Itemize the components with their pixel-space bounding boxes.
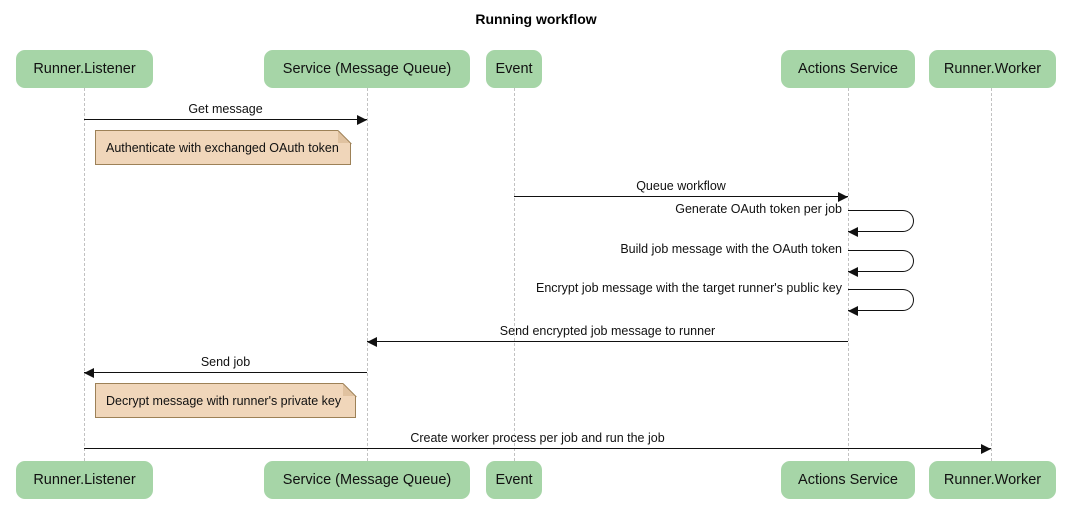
- participant-label: Actions Service: [798, 61, 898, 77]
- self-message-build-job-message: [848, 250, 914, 272]
- participant-runner-worker-bottom[interactable]: Runner.Worker: [929, 461, 1056, 499]
- message-line-send-job: [84, 372, 367, 373]
- participant-actions-service-top[interactable]: Actions Service: [781, 50, 915, 88]
- message-line-send-encrypted-job-message: [367, 341, 848, 342]
- participant-label: Event: [495, 61, 533, 77]
- message-label-encrypt-job-message: Encrypt job message with the target runn…: [535, 281, 842, 295]
- arrowhead-left-icon: [84, 368, 94, 378]
- message-line-create-worker-process: [84, 448, 991, 449]
- message-line-queue-workflow: [514, 196, 848, 197]
- lifeline-service-message-queue: [367, 88, 368, 461]
- diagram-title: Running workflow: [475, 11, 597, 27]
- participant-label: Event: [495, 472, 533, 488]
- self-message-generate-oauth-token: [848, 210, 914, 232]
- message-line-get-message: [84, 119, 367, 120]
- arrowhead-left-icon: [848, 227, 858, 237]
- participant-runner-worker-top[interactable]: Runner.Worker: [929, 50, 1056, 88]
- participant-runner-listener-bottom[interactable]: Runner.Listener: [16, 461, 153, 499]
- participant-label: Actions Service: [798, 472, 898, 488]
- participant-runner-listener-top[interactable]: Runner.Listener: [16, 50, 153, 88]
- note-authenticate-note: Authenticate with exchanged OAuth token: [95, 130, 351, 165]
- arrowhead-left-icon: [848, 306, 858, 316]
- arrowhead-right-icon: [357, 115, 367, 125]
- arrowhead-left-icon: [367, 337, 377, 347]
- participant-event-top[interactable]: Event: [486, 50, 542, 88]
- participant-service-message-queue-top[interactable]: Service (Message Queue): [264, 50, 470, 88]
- participant-event-bottom[interactable]: Event: [486, 461, 542, 499]
- participant-label: Runner.Worker: [943, 472, 1042, 488]
- participant-service-message-queue-bottom[interactable]: Service (Message Queue): [264, 461, 470, 499]
- arrowhead-right-icon: [838, 192, 848, 202]
- message-label-send-job: Send job: [200, 355, 251, 369]
- lifeline-runner-listener: [84, 88, 85, 461]
- message-label-send-encrypted-job-message: Send encrypted job message to runner: [499, 324, 716, 338]
- participant-actions-service-bottom[interactable]: Actions Service: [781, 461, 915, 499]
- message-label-create-worker-process: Create worker process per job and run th…: [410, 431, 665, 445]
- self-message-encrypt-job-message: [848, 289, 914, 311]
- participant-label: Runner.Worker: [943, 61, 1042, 77]
- lifeline-runner-worker: [991, 88, 992, 461]
- participant-label: Runner.Listener: [33, 472, 136, 488]
- message-label-generate-oauth-token: Generate OAuth token per job: [675, 202, 842, 216]
- note-label: Decrypt message with runner's private ke…: [106, 393, 342, 408]
- lifeline-event: [514, 88, 515, 461]
- note-label: Authenticate with exchanged OAuth token: [106, 140, 339, 155]
- participant-label: Service (Message Queue): [282, 61, 452, 77]
- arrowhead-right-icon: [981, 444, 991, 454]
- arrowhead-left-icon: [848, 267, 858, 277]
- note-decrypt-note: Decrypt message with runner's private ke…: [95, 383, 356, 418]
- participant-label: Service (Message Queue): [282, 472, 452, 488]
- message-label-queue-workflow: Queue workflow: [636, 179, 726, 193]
- participant-label: Runner.Listener: [33, 61, 136, 77]
- message-label-build-job-message: Build job message with the OAuth token: [620, 242, 842, 256]
- message-label-get-message: Get message: [188, 102, 263, 116]
